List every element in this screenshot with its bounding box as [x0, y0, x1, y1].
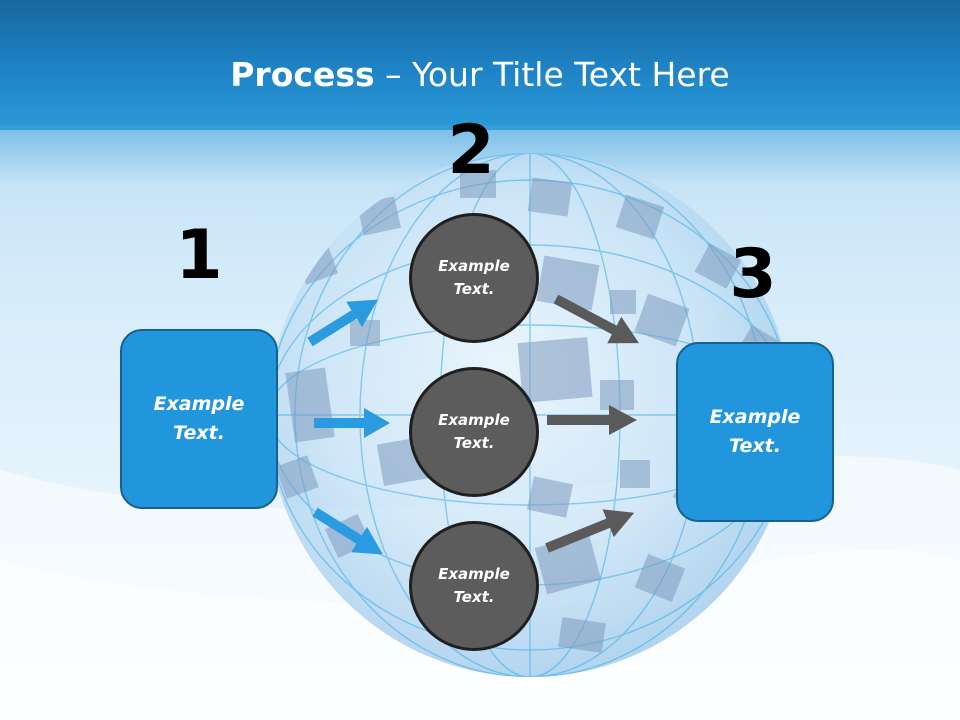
title-bold: Process — [230, 55, 375, 94]
arrow-left-to-top — [307, 299, 378, 347]
left-box-text: Example Text. — [153, 393, 245, 444]
circle-middle-text: Example Text. — [438, 411, 510, 452]
right-process-box[interactable]: Example Text. — [676, 342, 834, 522]
slide-title: Process – Your Title Text Here — [0, 55, 960, 95]
blue-arrows — [307, 299, 390, 555]
process-circle-top[interactable]: Example Text. — [409, 213, 539, 343]
title-rest: – Your Title Text Here — [374, 55, 730, 94]
arrow-middle-to-right — [547, 405, 637, 435]
arrow-bottom-to-right — [545, 509, 635, 553]
step-number-3: 3 — [729, 235, 777, 314]
circle-bottom-text: Example Text. — [438, 565, 510, 606]
gray-arrows — [545, 294, 639, 553]
circle-top-text: Example Text. — [438, 257, 510, 298]
process-circle-bottom[interactable]: Example Text. — [409, 521, 539, 651]
process-circle-middle[interactable]: Example Text. — [409, 367, 539, 497]
arrow-left-to-bottom — [312, 507, 383, 555]
left-process-box[interactable]: Example Text. — [120, 329, 278, 509]
header-band — [0, 0, 960, 130]
step-number-1: 1 — [175, 216, 223, 295]
right-box-text: Example Text. — [709, 406, 801, 457]
arrow-top-to-right — [553, 294, 639, 344]
step-number-2: 2 — [447, 111, 495, 190]
arrow-left-to-middle — [314, 408, 390, 438]
